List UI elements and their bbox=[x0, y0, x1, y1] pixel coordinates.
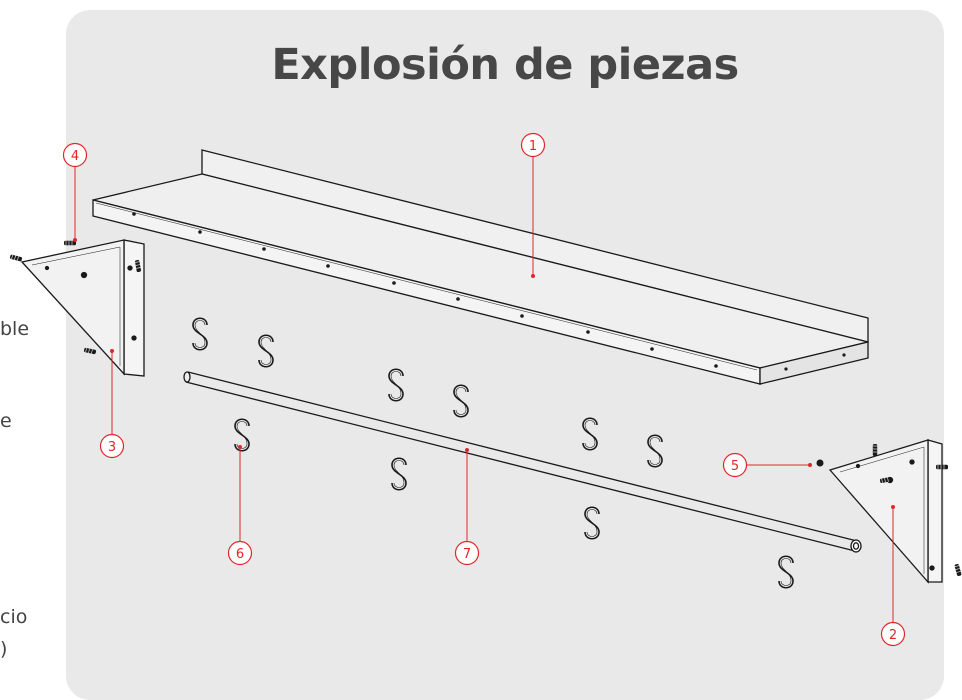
svg-text:1: 1 bbox=[529, 139, 537, 154]
shelf-icon bbox=[92, 149, 869, 385]
callout-3: 3 bbox=[99, 433, 125, 459]
side-text-fragment-2: e bbox=[0, 410, 12, 432]
bracket-icon bbox=[828, 439, 943, 584]
side-text-fragment-4: ) bbox=[0, 638, 8, 660]
svg-text:2: 2 bbox=[889, 628, 897, 643]
screw-icon bbox=[872, 443, 878, 457]
callout-1: 1 bbox=[520, 132, 546, 158]
svg-text:4: 4 bbox=[71, 149, 79, 164]
callout-6: 6 bbox=[227, 540, 253, 566]
screw-icon bbox=[935, 464, 949, 470]
side-text-fragment-1: ble bbox=[0, 318, 30, 340]
svg-text:6: 6 bbox=[236, 547, 244, 562]
screw-icon bbox=[954, 563, 962, 577]
screw-icon bbox=[83, 347, 97, 355]
side-text-fragment-3: cio bbox=[0, 606, 28, 628]
shelf-holes bbox=[132, 212, 846, 371]
callout-leaders bbox=[73, 157, 895, 622]
callout-4: 4 bbox=[62, 142, 88, 168]
svg-text:5: 5 bbox=[731, 459, 739, 474]
rod-icon bbox=[183, 371, 862, 553]
callout-5: 5 bbox=[722, 452, 748, 478]
svg-text:7: 7 bbox=[463, 547, 471, 562]
nut-icon bbox=[816, 459, 824, 467]
page-title: Explosión de piezas bbox=[271, 40, 739, 90]
svg-text:3: 3 bbox=[108, 440, 116, 455]
screw-icon bbox=[9, 254, 23, 262]
callout-7: 7 bbox=[454, 540, 480, 566]
bracket-icon bbox=[20, 239, 145, 377]
callout-2: 2 bbox=[880, 621, 906, 647]
